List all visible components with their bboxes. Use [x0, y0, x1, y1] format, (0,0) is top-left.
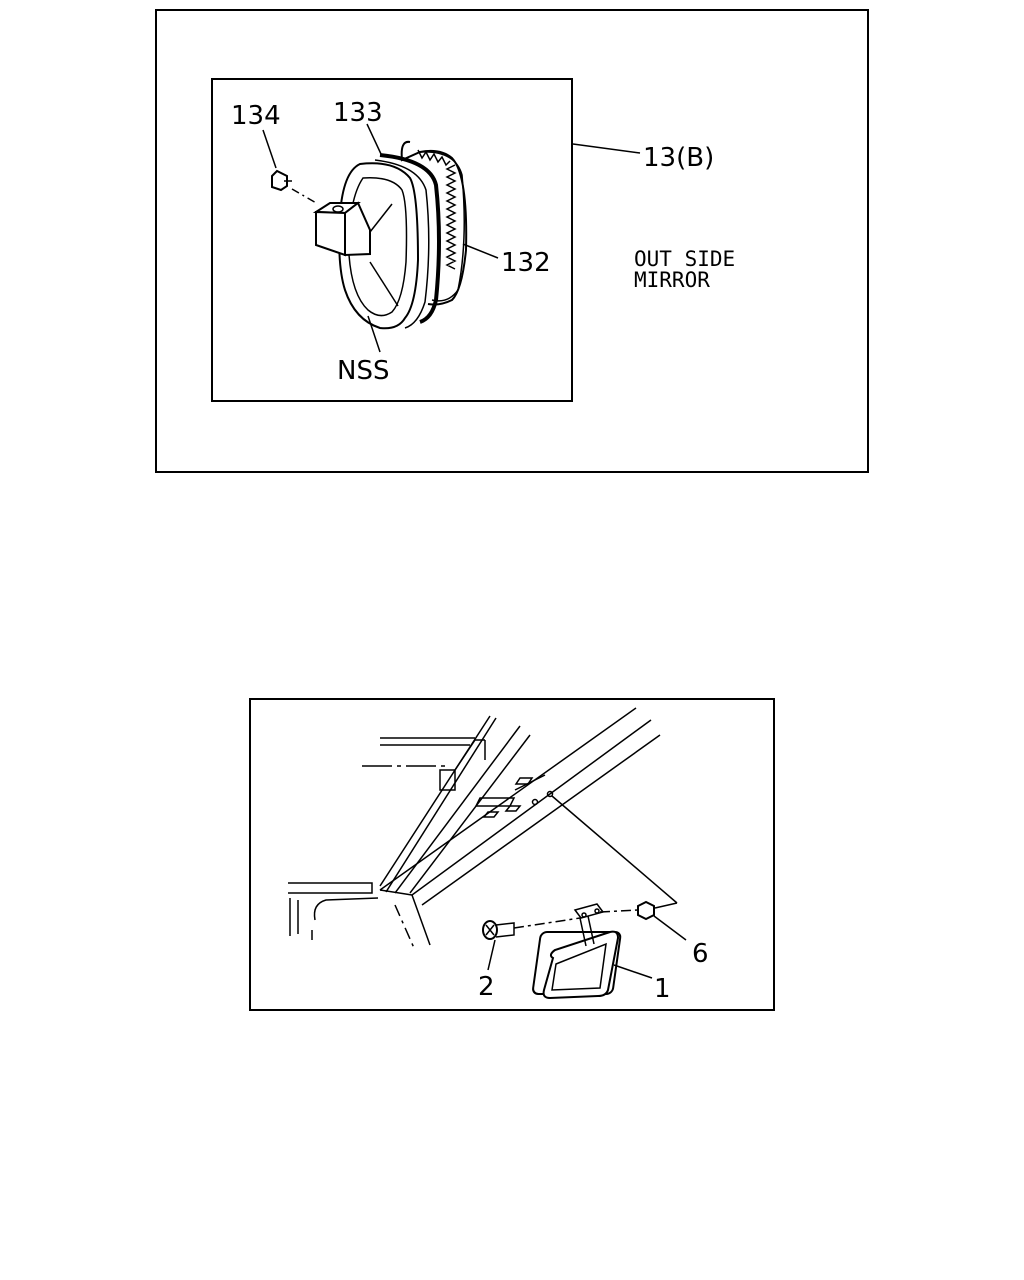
leader-6-mount [551, 795, 678, 904]
leader-134 [262, 129, 277, 169]
leader-132 [462, 243, 499, 259]
nut-6 [599, 900, 655, 921]
screw-2 [482, 917, 581, 940]
leader-1 [613, 964, 653, 979]
caption-line-1: OUT SIDE [634, 247, 735, 271]
screw-134 [271, 169, 319, 205]
leader-133 [366, 123, 382, 155]
cab-roof-structure [288, 707, 678, 949]
inner-frame [211, 78, 573, 402]
callout-2: 2 [478, 972, 495, 1002]
mirror-seal-133 [374, 153, 441, 329]
leader-13b [572, 143, 641, 154]
callout-1: 1 [654, 974, 671, 1004]
callout-nss: NSS [337, 356, 389, 386]
inside-mirror-figure: 2 1 6 [249, 698, 775, 1011]
caption-line-2: MIRROR [634, 268, 710, 292]
leader-2 [487, 939, 496, 971]
leader-nss [367, 315, 381, 353]
callout-6: 6 [692, 939, 709, 969]
bottom-frame [249, 698, 775, 1011]
outer-frame [155, 9, 869, 473]
leader-6 [653, 915, 687, 941]
callout-134: 134 [231, 101, 281, 131]
callout-132: 132 [501, 248, 551, 278]
outside-mirror-figure: 134 133 132 13(B) NSS OUT SIDE MIRROR [155, 9, 869, 473]
callout-133: 133 [333, 98, 383, 128]
mirror-mount-block [312, 201, 371, 257]
callout-13b: 13(B) [643, 143, 714, 173]
mirror-housing-132 [400, 140, 468, 306]
